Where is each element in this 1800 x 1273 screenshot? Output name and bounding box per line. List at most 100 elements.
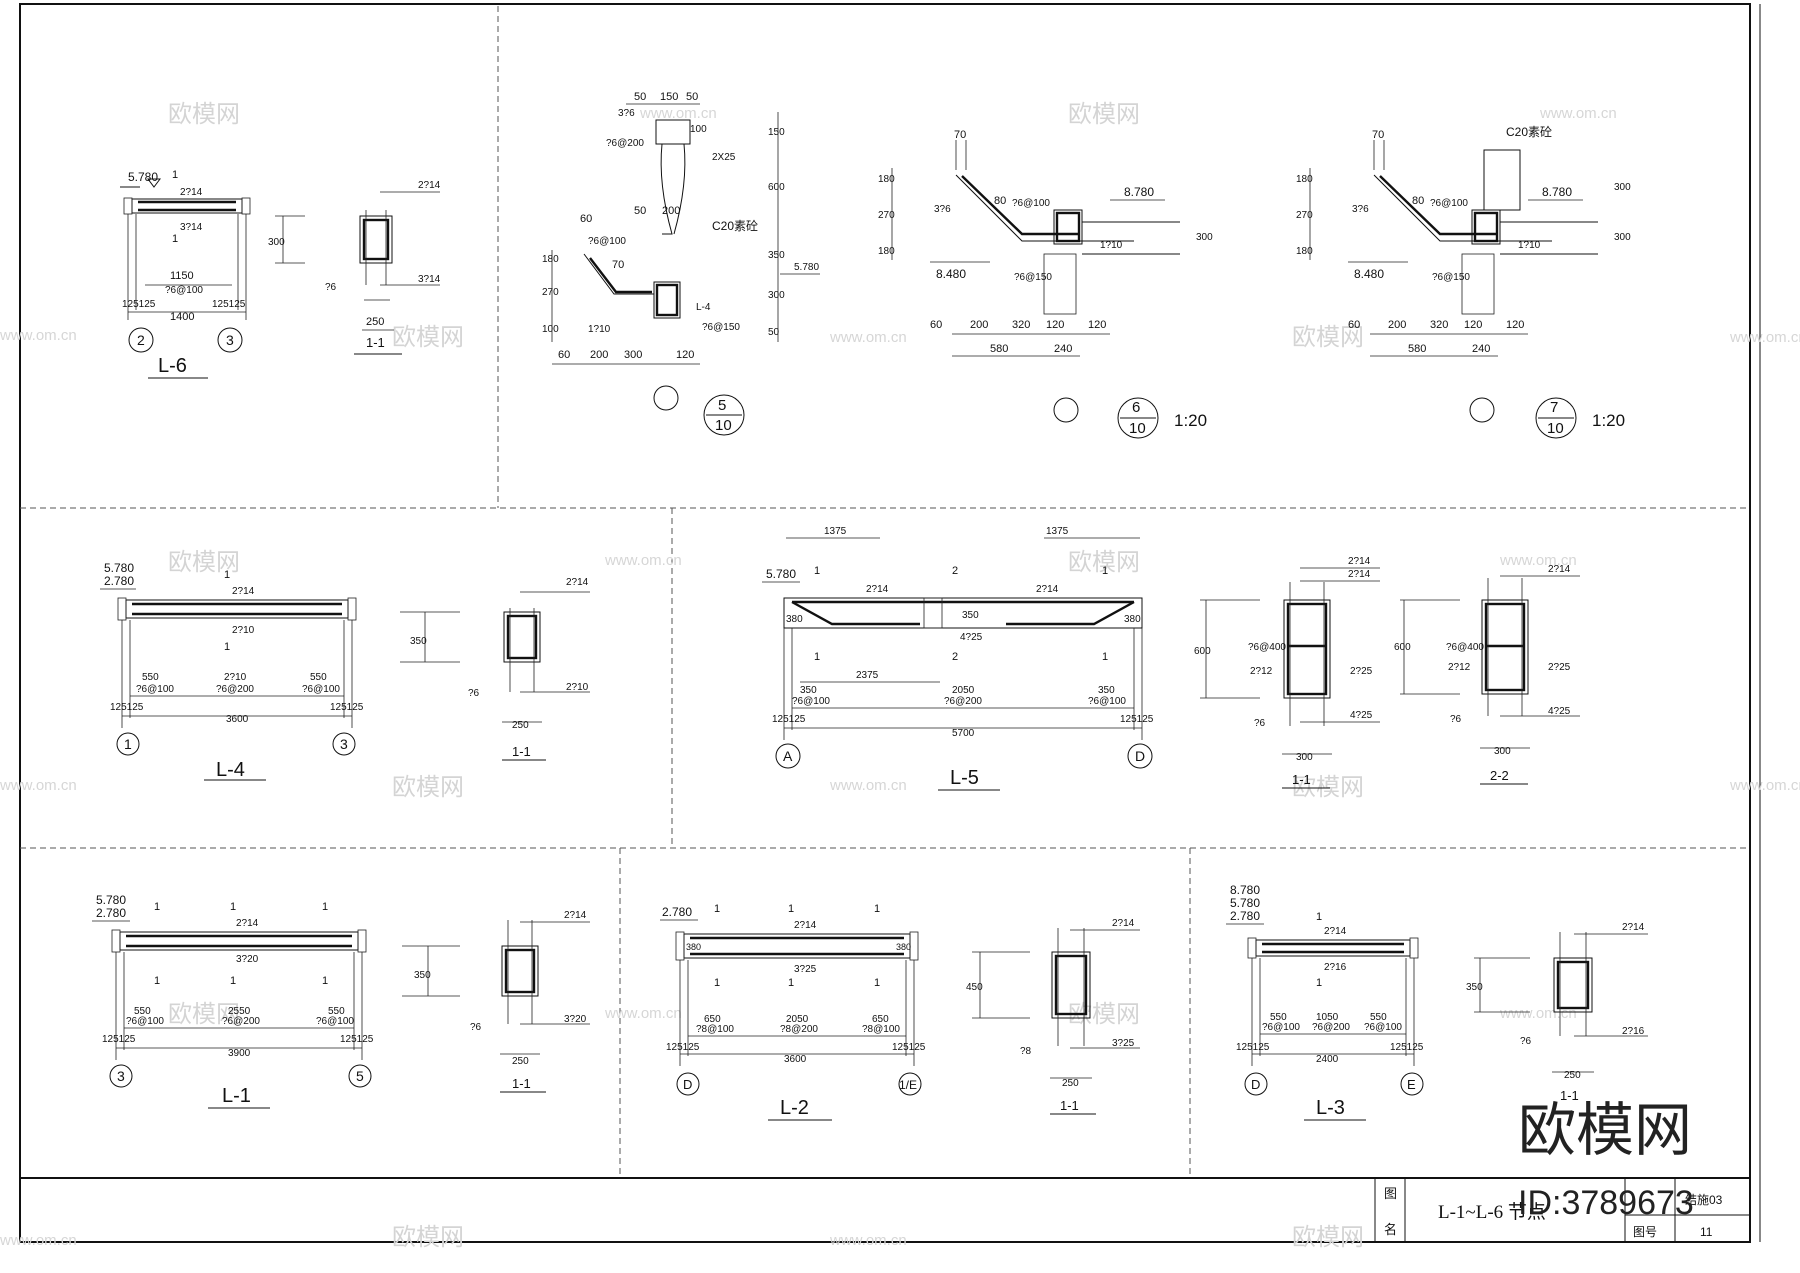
l3-elev: 2.780 <box>1230 909 1260 923</box>
l2-mark: 1 <box>788 977 794 989</box>
d6-h300: 300 <box>1196 232 1213 243</box>
d5-note: 3?6 <box>618 108 635 119</box>
d7-h300a: 300 <box>1614 182 1631 193</box>
l5-sec2-label: 2-2 <box>1490 768 1509 783</box>
l2-d2050: 2050 <box>786 1014 809 1025</box>
l4-top-bar: 2?14 <box>232 586 255 597</box>
d5-dim-l: 100 <box>542 324 559 335</box>
l2-label: L-2 <box>780 1097 809 1119</box>
l4-st-end2: ?6@100 <box>302 684 340 695</box>
l2-h380b: 380 <box>896 942 911 952</box>
l5-s1-h: 600 <box>1194 646 1211 657</box>
l6-elevation: 5.780 <box>128 170 158 184</box>
l6-label: L-6 <box>158 355 187 377</box>
l4-label: L-4 <box>216 759 245 781</box>
watermark-cn: 欧模网 <box>168 101 240 128</box>
panel-l4: 5.780 2.780 1 2?14 2?10 1 550 2?10 550 ?… <box>100 561 590 781</box>
l2-mark: 1 <box>788 903 794 915</box>
l5-s2-r: 2?25 <box>1548 662 1571 673</box>
l2-mark: 1 <box>714 903 720 915</box>
l6-axis-1: 2 <box>137 332 145 348</box>
l2-axis-1: D <box>683 1077 692 1092</box>
l2-d650b: 650 <box>872 1014 889 1025</box>
panel-detail-5: 50 150 50 3?6 ?6@200 150 2X25 600 350 30… <box>542 91 820 436</box>
watermark-cn: 欧模网 <box>392 774 464 801</box>
d5-d60: 60 <box>580 213 592 225</box>
d6-dim-b: 120 <box>1046 319 1064 331</box>
watermark-url: www.om.cn <box>0 1232 77 1249</box>
l3-st-mid: ?6@200 <box>1312 1022 1350 1033</box>
l1-st-mid: ?6@200 <box>222 1016 260 1027</box>
l3-sec-w: 250 <box>1564 1070 1581 1081</box>
l1-ends2: 125125 <box>340 1034 374 1045</box>
d5-dim-l: 270 <box>542 287 559 298</box>
l3-sec-bot: 2?16 <box>1622 1026 1645 1037</box>
l2-st-mid: ?8@200 <box>780 1024 818 1035</box>
l1-elev: 5.780 <box>96 893 126 907</box>
l5-ends: 125125 <box>772 714 806 725</box>
d6-note: 3?6 <box>934 204 951 215</box>
l1-d2550: 2550 <box>228 1006 251 1017</box>
watermark-url: www.om.cn <box>0 327 77 344</box>
d6-dim-b2: 580 <box>990 343 1008 355</box>
l5-st-end: ?6@100 <box>792 696 830 707</box>
d6-note: ?6@100 <box>1012 198 1050 209</box>
d5-d70: 70 <box>612 259 624 271</box>
l3-axis-1: D <box>1251 1077 1260 1092</box>
l2-st-end: ?8@100 <box>696 1024 734 1035</box>
l6-sec-height: 300 <box>268 237 285 248</box>
l1-elev: 2.780 <box>96 906 126 920</box>
watermark-cn: 欧模网 <box>1292 1224 1364 1251</box>
panel-detail-7: 70 C20素砼 8.780 300 300 3?6 80 ?6@100 1?1… <box>1296 125 1631 439</box>
watermark-url: www.om.cn <box>604 552 682 569</box>
l6-ends: 125125 <box>122 299 156 310</box>
l5-s1-w: 300 <box>1296 752 1313 763</box>
l5-m1b: 1 <box>1102 565 1108 577</box>
d7-d80: 80 <box>1412 195 1424 207</box>
l4-mark: 1 <box>224 641 230 653</box>
l5-axis-1: A <box>783 748 793 764</box>
watermark-url: www.om.cn <box>829 1232 907 1249</box>
d5-dim-b: 200 <box>590 349 608 361</box>
l5-m1d: 1 <box>1102 651 1108 663</box>
brand-logo: 欧模网 ID:3789673 <box>1518 1098 1694 1222</box>
l5-s2-side: 2?12 <box>1448 662 1471 673</box>
d7-d70: 70 <box>1372 129 1384 141</box>
l1-section-label: 1-1 <box>512 1076 531 1091</box>
l2-elevation: 2.780 <box>662 905 692 919</box>
l5-top-bar: 2?14 <box>866 584 889 595</box>
d5-note: L-4 <box>696 302 711 313</box>
d5-num: 5 <box>718 397 726 414</box>
l5-s1-bot: 4?25 <box>1350 710 1373 721</box>
l5-m1c: 1 <box>814 651 820 663</box>
l6-bot-bar: 3?14 <box>180 222 203 233</box>
l3-total: 2400 <box>1316 1054 1339 1065</box>
l4-axis-1: 1 <box>124 736 132 752</box>
l5-d1375: 1375 <box>824 526 847 537</box>
l3-d550: 550 <box>1270 1012 1287 1023</box>
l2-mark: 1 <box>874 903 880 915</box>
l5-mid: 4?25 <box>960 632 983 643</box>
l5-d2375: 2375 <box>856 670 879 681</box>
drawing-name: L-1~L-6 节点 <box>1438 1201 1546 1223</box>
d5-dim-r: 2X25 <box>712 152 736 163</box>
title-block: 图 名 L-1~L-6 节点 图号 结施03 11 <box>1374 1178 1750 1242</box>
l6-axis-2: 3 <box>226 332 234 348</box>
l5-s2-st: ?6@400 <box>1446 642 1484 653</box>
l3-section-label: 1-1 <box>1560 1088 1579 1103</box>
l5-label: L-5 <box>950 767 979 789</box>
l2-section-label: 1-1 <box>1060 1098 1079 1113</box>
l1-ends: 125125 <box>102 1034 136 1045</box>
l5-d350: 350 <box>800 685 817 696</box>
d6-note: ?6@150 <box>1014 272 1052 283</box>
l1-st-end: ?6@100 <box>126 1016 164 1027</box>
l5-st-end2: ?6@100 <box>1088 696 1126 707</box>
l4-sec-st: ?6 <box>468 688 480 699</box>
d7-dim-l: 270 <box>1296 210 1313 221</box>
watermark-url: www.om.cn <box>829 777 907 794</box>
l4-ends: 125125 <box>110 702 144 713</box>
d5-dim-b: 300 <box>624 349 642 361</box>
l3-mark: 1 <box>1316 977 1322 989</box>
d5-d50: 50 <box>634 205 646 217</box>
